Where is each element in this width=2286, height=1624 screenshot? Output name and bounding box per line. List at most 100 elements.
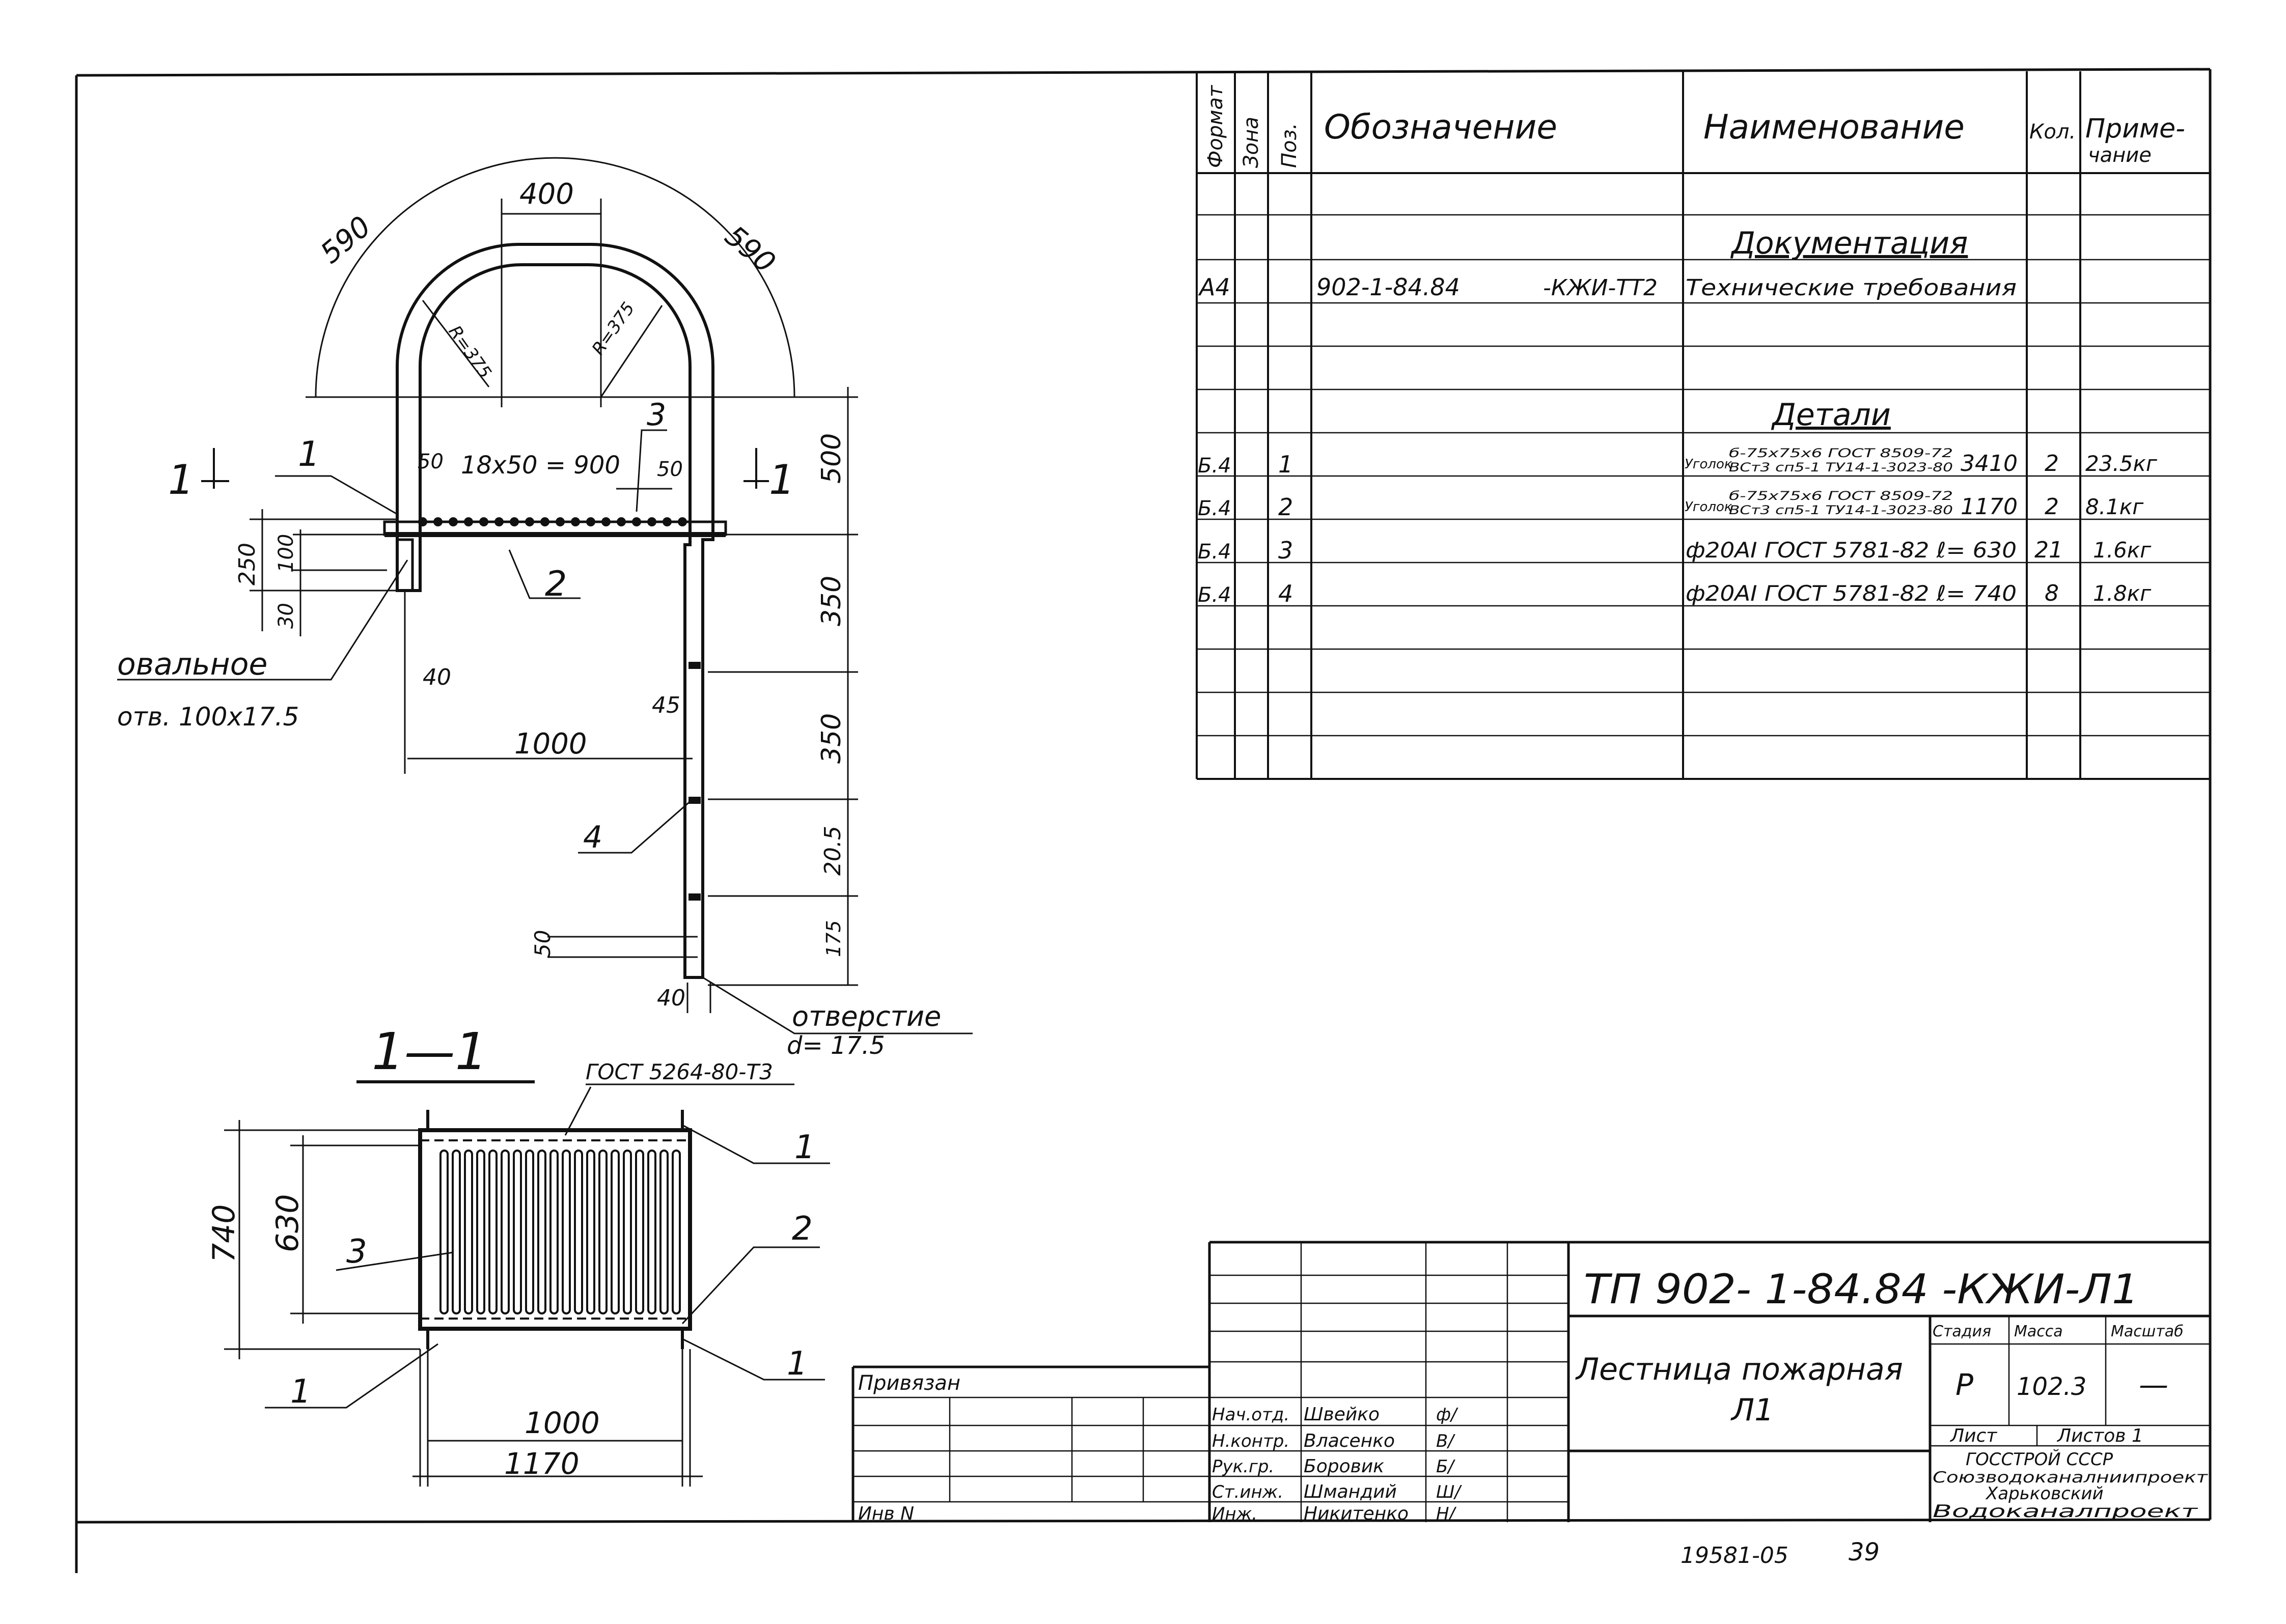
section-callout-1-bottom-right: 1 [787, 1345, 808, 1383]
dim-offset-right: 50 [657, 458, 683, 481]
dim-top-width: 400 [519, 178, 574, 211]
staff-sign-4: Ш/ [1436, 1482, 1462, 1502]
dim-1000: 1000 [525, 1406, 600, 1440]
row2-name-bottom: ВСт3 сп5-1 ТУ14-1-3023-80 [1729, 503, 1953, 517]
org-line-2: Союзводоканалниипроект [1933, 1469, 2209, 1487]
header-pos: Поз. [1278, 123, 1301, 168]
section-1-1: 1—1 ГОСТ 5264-80-Т3 [206, 1022, 830, 1487]
dim-40-b: 40 [657, 985, 685, 1011]
section-bars [439, 1150, 681, 1314]
staff-name-3: Боровик [1304, 1456, 1384, 1477]
section-frame [418, 1128, 692, 1331]
header-note-1: Приме- [2085, 114, 2185, 144]
ladder-elevation: 400 590 590 R=375 R=375 50 18х50 = 900 5… [117, 157, 973, 1060]
dim-50: 50 [530, 930, 555, 957]
row3-qty: 21 [2034, 537, 2063, 563]
org-line-1: ГОССТРОЙ СССР [1966, 1449, 2113, 1470]
staff-name-2: Власенко [1304, 1431, 1395, 1451]
dim-350-b: 350 [816, 713, 847, 764]
row1-name-bottom: ВСт3 сп5-1 ТУ14-1-3023-80 [1729, 460, 1953, 474]
section-details: Детали [1771, 397, 1891, 433]
hole-note-1: отверстие [792, 1000, 941, 1032]
row3-pos: 3 [1278, 537, 1293, 564]
callout-2: 2 [545, 564, 567, 604]
row3-note: 1.6кг [2093, 538, 2152, 563]
drawing-code: ТП 902- 1-84.84 -КЖИ-Л1 [1584, 1266, 2139, 1313]
dim-arc-left: 590 [314, 210, 377, 270]
header-format: Формат [1204, 85, 1227, 168]
header-zone: Зона [1240, 117, 1263, 168]
doc-row-format: А4 [1198, 273, 1230, 301]
staff-sign-1: ф/ [1436, 1405, 1458, 1425]
row3-format: Б.4 [1198, 540, 1231, 564]
dim-bars-spacing: 18х50 = 900 [461, 451, 620, 480]
dim-40-a: 40 [423, 664, 451, 690]
scale-label: Масштаб [2111, 1323, 2184, 1340]
dim-1170: 1170 [504, 1446, 580, 1481]
staff-sign-5: Н/ [1436, 1504, 1457, 1524]
staff-role-2: Н.контр. [1212, 1431, 1289, 1451]
dim-arc-right: 590 [719, 219, 782, 280]
hole-note-2: d= 17.5 [787, 1031, 885, 1060]
dim-height-top: 500 [816, 433, 847, 484]
platform-bars [418, 517, 687, 526]
dim-45: 45 [652, 692, 680, 718]
header-name: Наименование [1703, 107, 1965, 147]
section-mark-left: 1 [168, 456, 194, 503]
sheet-label: Лист [1949, 1425, 1997, 1446]
dim-175: 175 [822, 920, 845, 957]
dim-radius-left: R=375 [445, 322, 495, 382]
title-block: ТП 902- 1-84.84 -КЖИ-Л1 Лестница пожарна… [851, 1241, 2210, 1524]
sheet-frame [75, 68, 2212, 1573]
section-callout-1-bottom-left: 1 [290, 1373, 311, 1411]
callout-1: 1 [298, 434, 320, 474]
oval-hole-note-2: отв. 100х17.5 [117, 702, 299, 732]
doc-row-designation: 902-1-84.84 [1316, 273, 1460, 301]
oval-hole-note-1: овальное [117, 647, 267, 682]
dim-offset-left: 50 [418, 450, 444, 473]
row2-pos: 2 [1278, 493, 1293, 521]
section-callout-1-top: 1 [794, 1129, 815, 1166]
dim-width-1000: 1000 [514, 727, 587, 761]
staff-sign-2: В/ [1436, 1431, 1455, 1451]
stage-label: Стадия [1933, 1323, 1991, 1340]
section-documentation: Документация [1730, 226, 1968, 261]
staff-role-5: Инж. [1212, 1504, 1257, 1524]
row4-pos: 4 [1278, 580, 1293, 607]
bound-label: Привязан [858, 1371, 960, 1395]
org-line-4: Водоканалпроект [1933, 1501, 2198, 1522]
row1-pos: 1 [1278, 451, 1293, 478]
row2-name-top: б-75х75х6 ГОСТ 8509-72 [1729, 489, 1953, 503]
dim-250: 250 [234, 543, 260, 585]
ladder-outer-rail [396, 243, 714, 979]
row1-note: 23.5кг [2085, 451, 2158, 476]
section-callout-2: 2 [792, 1210, 813, 1248]
header-note-2: чание [2088, 144, 2152, 167]
stage-value: Р [1956, 1367, 1973, 1402]
staff-role-1: Нач.отд. [1212, 1405, 1289, 1425]
row4-name: ф20АI ГОСТ 5781-82 ℓ= 740 [1686, 581, 2017, 606]
mass-label: Масса [2014, 1323, 2063, 1340]
dim-630: 630 [270, 1194, 306, 1252]
section-mark-right: 1 [769, 456, 795, 503]
row1-format: Б.4 [1198, 454, 1231, 478]
callout-3: 3 [647, 397, 666, 433]
weld-note: ГОСТ 5264-80-Т3 [586, 1059, 773, 1084]
inv-label: Инв N [858, 1503, 914, 1524]
spec-table: Формат Зона Поз. Обозначение Наименовани… [1196, 71, 2210, 780]
row2-name-prefix: Уголок [1685, 499, 1732, 515]
dim-radius-right: R=375 [588, 298, 639, 359]
staff-name-1: Швейко [1304, 1404, 1380, 1425]
section-callout-3: 3 [346, 1233, 367, 1271]
doc-row-name: Технические требования [1686, 275, 2017, 301]
scale-value: — [2139, 1367, 2168, 1402]
row4-note: 1.8кг [2093, 581, 2152, 606]
staff-role-3: Рук.гр. [1212, 1457, 1274, 1477]
dim-740: 740 [206, 1204, 242, 1263]
row4-format: Б.4 [1198, 583, 1231, 607]
row2-format: Б.4 [1198, 497, 1231, 520]
callout-4: 4 [583, 820, 602, 855]
dim-30: 30 [274, 603, 298, 629]
drawing-title-1: Лестница пожарная [1575, 1352, 1903, 1387]
